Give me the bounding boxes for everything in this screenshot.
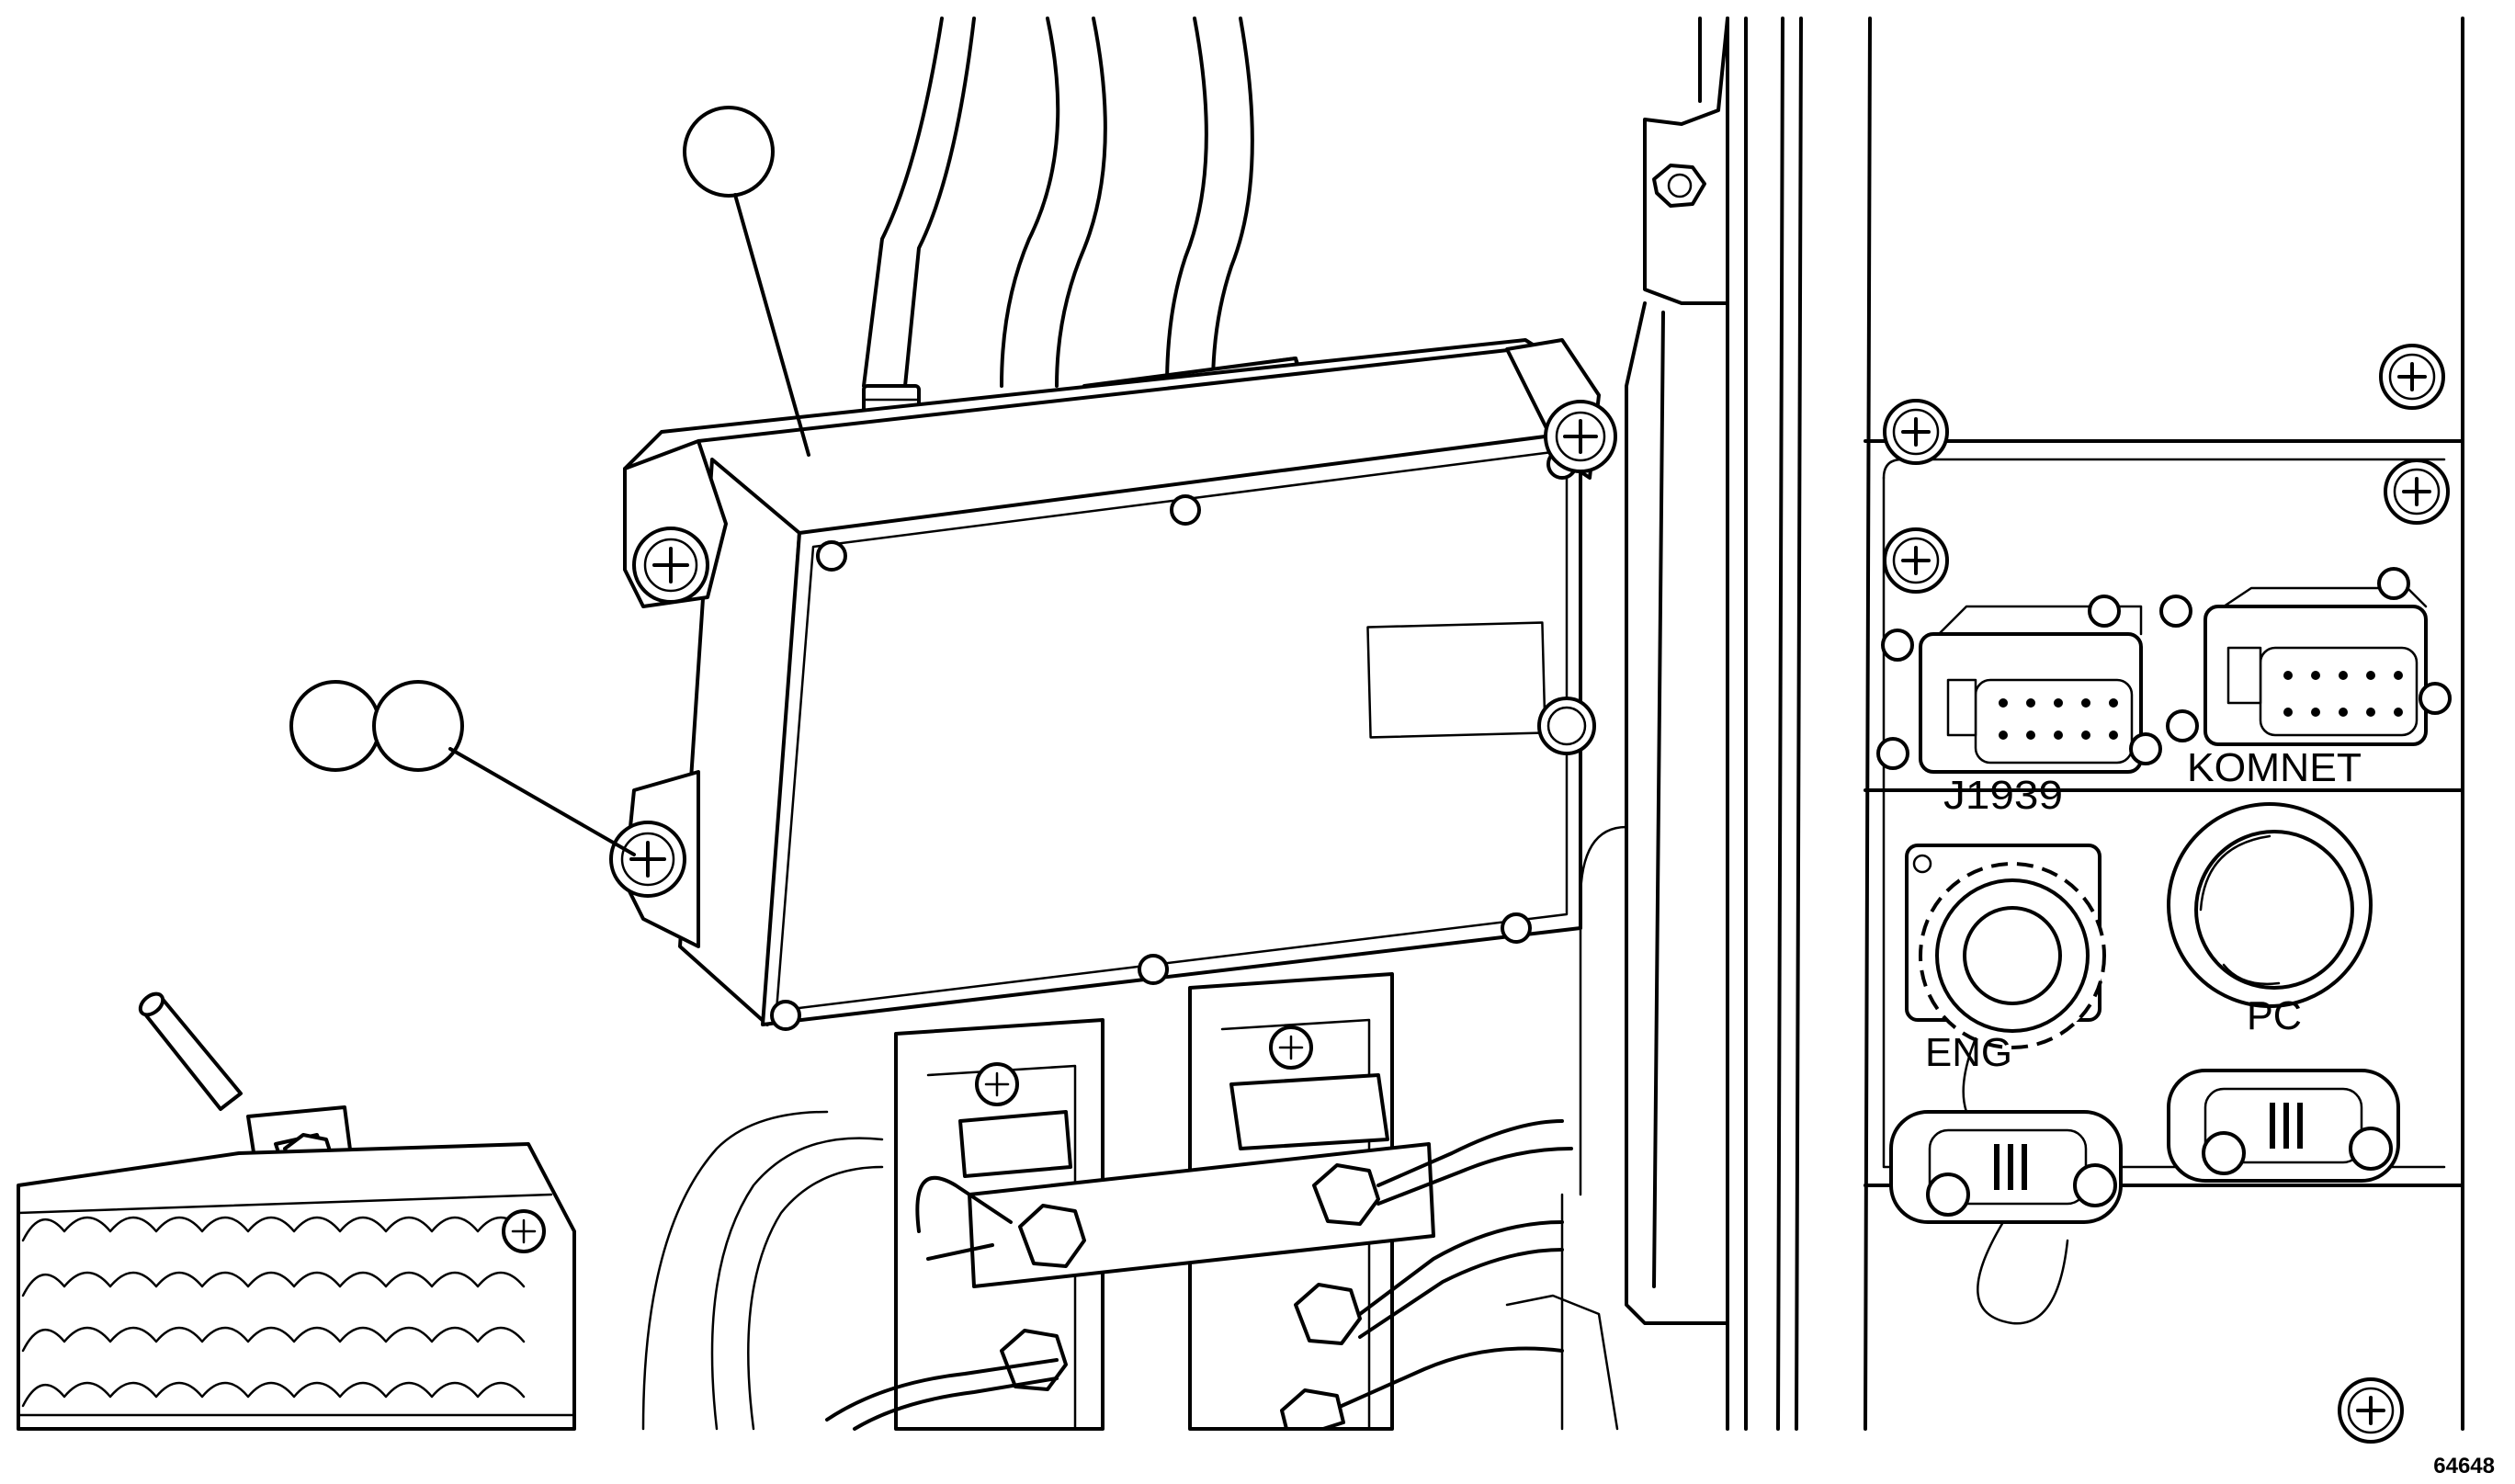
spring-block: [17, 1142, 576, 1431]
bus-bar: [968, 1142, 1435, 1288]
panel-screw-4: [2384, 459, 2450, 525]
mounting-frame: [1505, 17, 1729, 1431]
panel-screw-2: [2379, 344, 2445, 410]
label-eng: ENG: [1925, 1030, 2012, 1075]
dsub-connector-left: [1889, 1110, 2123, 1325]
mounting-screw-right: [1537, 697, 1596, 755]
komnet-connector: [2159, 567, 2452, 746]
terminal-screw-2: [1269, 1025, 1313, 1070]
label-komnet: KOMNET: [2187, 745, 2362, 790]
mounting-screw-upper-left: [632, 527, 709, 604]
mounting-screw-upper-right: [1544, 400, 1617, 473]
controller-module: [623, 338, 1601, 1031]
pc-connector: [2167, 802, 2373, 1008]
terminal-screw-1: [975, 1062, 1019, 1106]
dsub-connector-right: [2167, 1069, 2400, 1183]
spring-block-screw: [502, 1209, 546, 1253]
j1939-connector: [1876, 595, 2162, 774]
shaft-rod: [138, 991, 243, 1111]
panel-screw-5: [2338, 1377, 2404, 1444]
label-j1939: J1939: [1943, 773, 2063, 818]
power-cables: [641, 1110, 1573, 1431]
figure-number: 64648: [2433, 1454, 2495, 1478]
panel-screw-3: [1883, 527, 1949, 594]
connector-panel: [1726, 17, 2464, 1431]
frame-nut: [1652, 164, 1706, 208]
eng-connector: [1905, 844, 2106, 1114]
mounting-screw-lower-left: [609, 821, 686, 898]
callout-1: [683, 106, 810, 457]
terminal-nuts: [1000, 1163, 1380, 1431]
cable-bundle-top: [862, 17, 1254, 388]
label-pc: PC: [2247, 993, 2302, 1038]
callout-2: [289, 680, 636, 856]
panel-screw-1: [1883, 399, 1949, 465]
